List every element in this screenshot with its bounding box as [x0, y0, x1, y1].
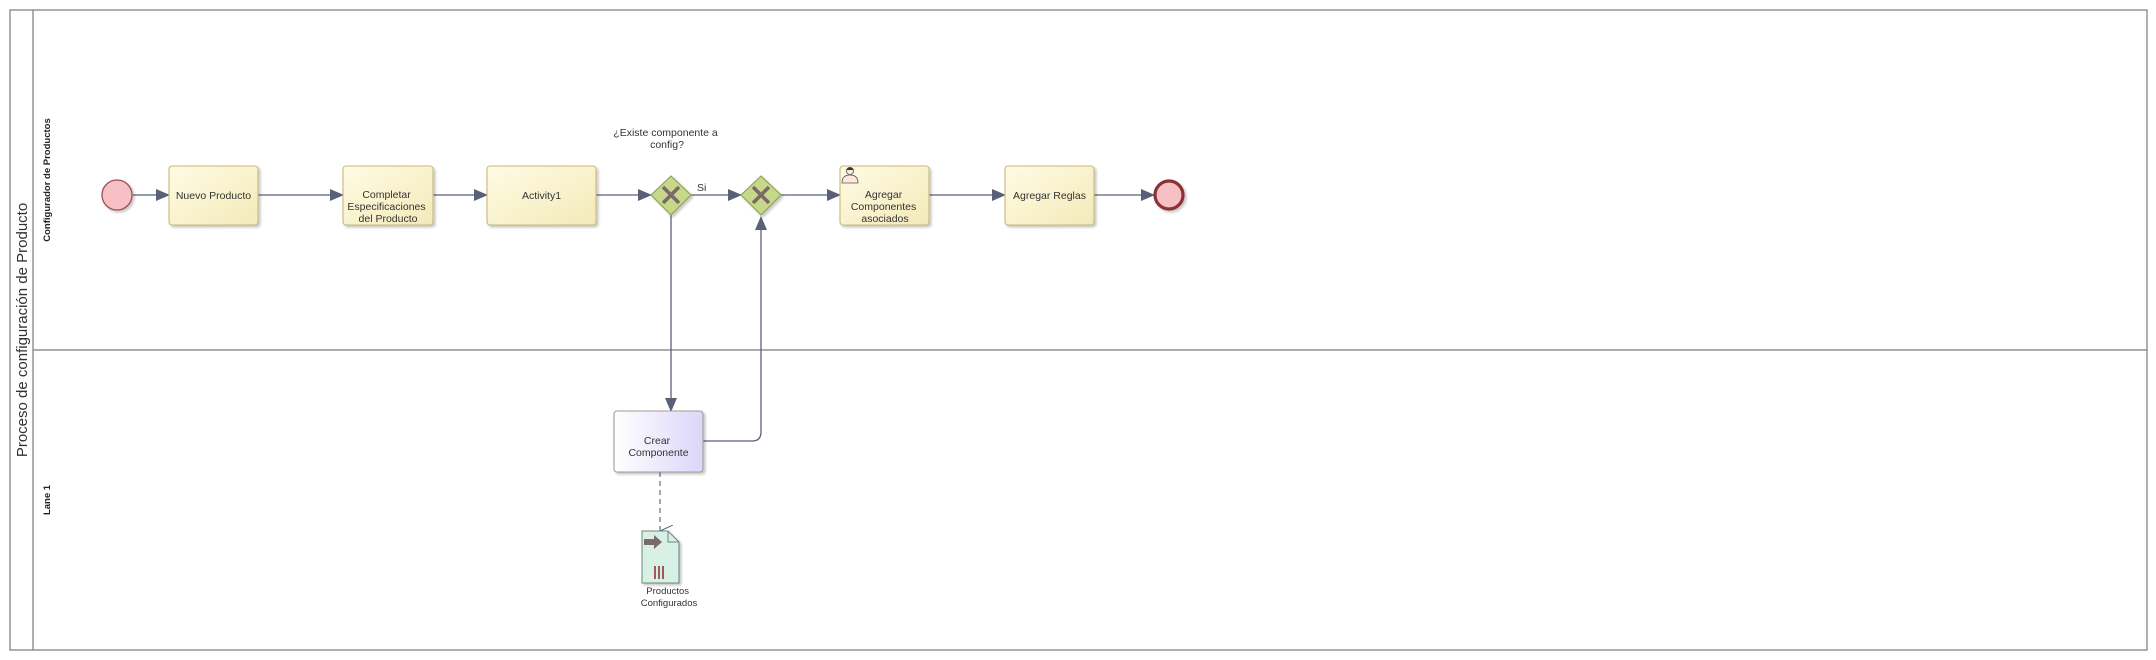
flow-label-si: Si: [697, 182, 706, 194]
lane-title-lane-1: Lane 1: [42, 484, 53, 515]
task-label: del Producto: [359, 213, 418, 225]
svg-text:Agregar Reglas: Agregar Reglas: [1013, 190, 1086, 202]
output-arrow-icon: [644, 535, 662, 549]
task-label: Agregar Reglas: [1013, 190, 1086, 202]
gateway-x-icon: [751, 185, 771, 205]
svg-text:Nuevo Producto: Nuevo Producto: [176, 190, 251, 202]
svg-text:Productos Configurados: Productos Configurados: [641, 586, 698, 609]
task-completar-especificaciones[interactable]: Completar Especificaciones del Producto: [342, 165, 434, 226]
lane-title-configurador: Configurador de Productos: [42, 118, 53, 242]
gateway-question-line: config?: [650, 139, 684, 151]
task-label: Activity1: [522, 190, 561, 202]
data-object-label: Configurados: [641, 598, 698, 609]
task-label: asociados: [861, 213, 908, 225]
task-nuevo-producto[interactable]: Nuevo Producto: [168, 165, 259, 226]
gateway-question-label: ¿Existe componente a config?: [613, 127, 720, 151]
task-crear-componente[interactable]: Crear Componente: [613, 410, 704, 473]
gateway-existe-componente[interactable]: [650, 175, 692, 216]
start-event[interactable]: [101, 179, 133, 211]
collection-icon: [654, 566, 664, 579]
task-label: Completar: [362, 189, 411, 201]
svg-text:Crear Componente: Crear Componente: [628, 435, 688, 459]
gateway-merge[interactable]: [740, 175, 782, 216]
sequence-flows: [133, 189, 1155, 442]
task-label: Crear: [644, 435, 671, 447]
task-activity1[interactable]: Activity1: [486, 165, 597, 226]
end-event[interactable]: [1153, 179, 1185, 211]
task-label: Componentes: [851, 201, 916, 213]
gateway-question-line: ¿Existe componente a: [613, 127, 718, 139]
gateway-x-icon: [661, 185, 681, 205]
data-object-productos-configurados[interactable]: Productos Configurados: [641, 530, 698, 609]
task-agregar-componentes[interactable]: Agregar Componentes asociados: [839, 165, 930, 226]
flow-crear-componente-to-merge[interactable]: [703, 216, 767, 442]
task-agregar-reglas[interactable]: Agregar Reglas: [1004, 165, 1095, 226]
task-label: Componente: [628, 447, 688, 459]
svg-text:Completar Especificacion: Completar Especificaciones del Producto: [347, 189, 428, 225]
svg-text:Activity1: Activity1: [522, 190, 561, 202]
data-object-label: Productos: [646, 586, 689, 597]
task-label: Agregar: [865, 189, 903, 201]
task-label: Nuevo Producto: [176, 190, 251, 202]
pool-title: Proceso de configuración de Producto: [14, 203, 31, 457]
pool-border: [9, 9, 2148, 651]
task-label: Especificaciones: [347, 201, 425, 213]
svg-text:Agregar Componentes: Agregar Componentes asociados: [851, 189, 919, 225]
user-icon: [841, 166, 859, 184]
pool: Proceso de configuración de Producto Con…: [9, 9, 2148, 651]
